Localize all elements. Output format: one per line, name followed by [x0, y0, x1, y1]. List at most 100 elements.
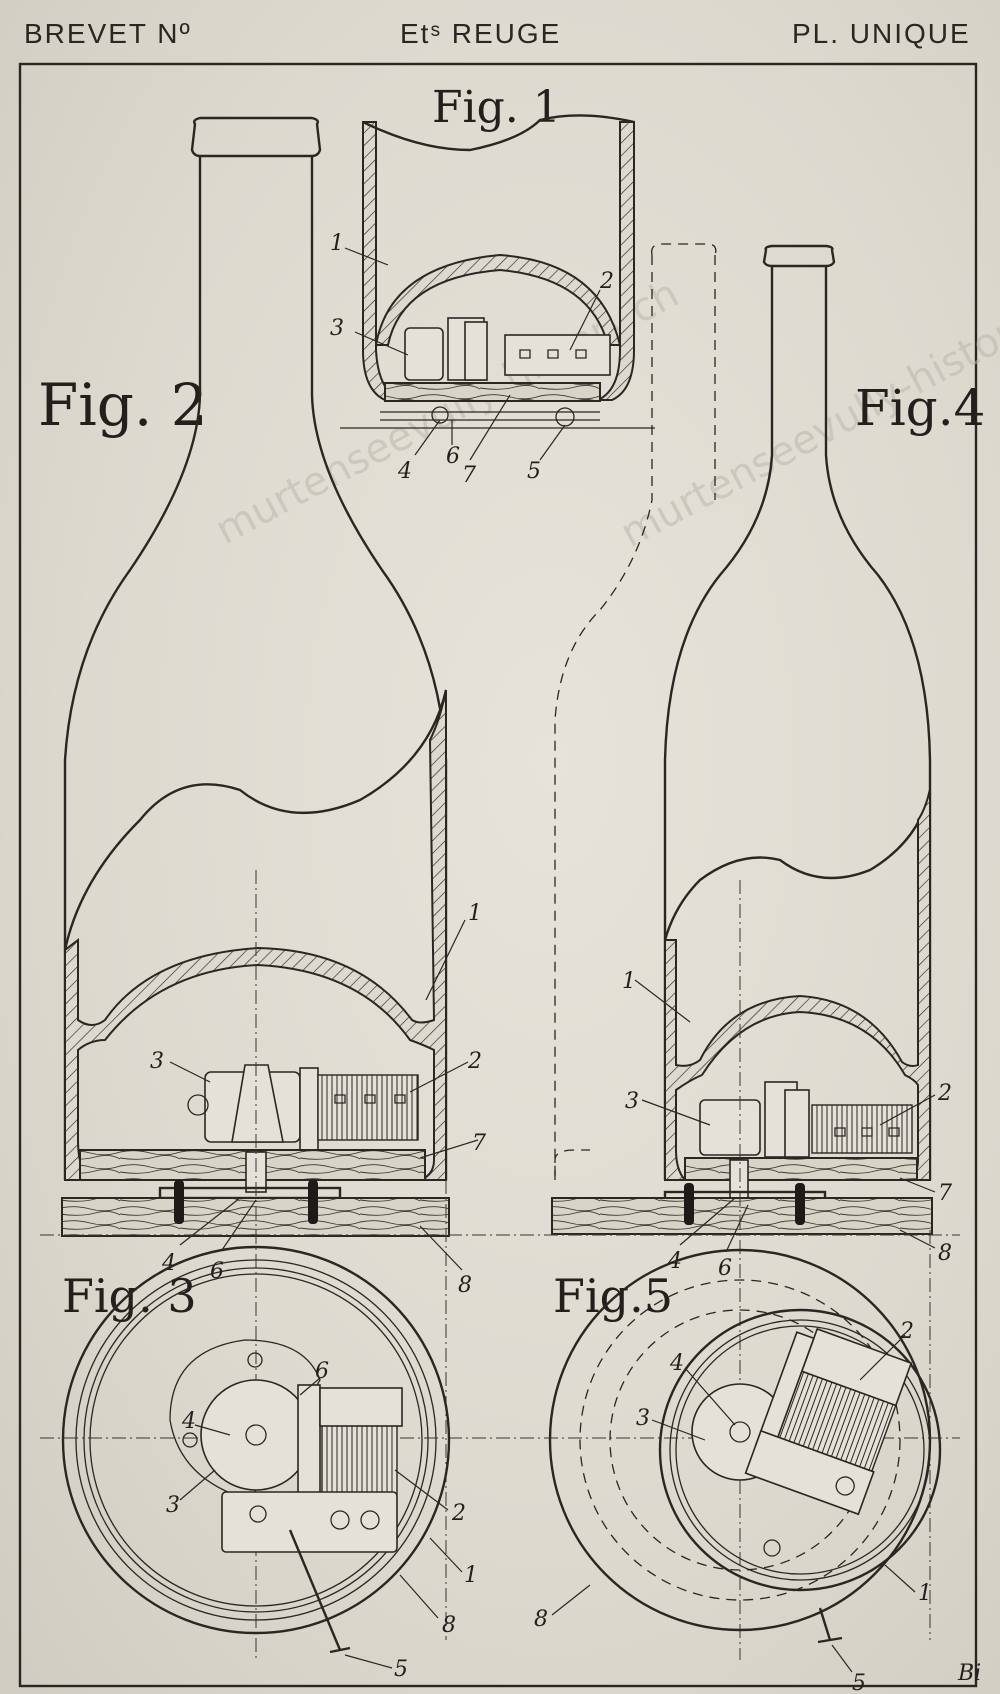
fig2-leader	[409, 1061, 469, 1093]
fig1-leader	[344, 247, 389, 266]
fig1-ref-7: 7	[462, 463, 476, 488]
fig4-base-board	[684, 1157, 918, 1181]
header-company-prefix: Etˢ	[400, 18, 442, 49]
fig3-leader	[344, 1654, 393, 1669]
fig1-leader	[414, 419, 441, 456]
fig1-leader	[354, 331, 409, 356]
fig4-shaft	[729, 1159, 749, 1201]
fig1-wall-right	[597, 121, 635, 401]
fig2-leader	[425, 919, 466, 1001]
fig1-ref-1: 1	[330, 231, 344, 256]
fig1-wall-left	[362, 121, 401, 401]
figure-2: Fig. 2	[38, 116, 486, 1660]
fig5-ref-8: 8	[534, 1607, 548, 1632]
fig5-base	[744, 1429, 875, 1516]
corner-initials: Bi	[957, 1661, 981, 1686]
fig2-bottle-lip	[190, 116, 322, 158]
fig2-ref-1: 1	[468, 901, 482, 926]
fig2-bottle-outline	[63, 155, 448, 1180]
fig2-comb	[317, 1074, 419, 1141]
fig3-leader	[399, 1574, 439, 1619]
fig5-bottle-ring	[675, 1325, 925, 1575]
fig3-leader	[299, 1377, 321, 1396]
header-company: Etˢ REUGE	[400, 18, 561, 50]
figure-5: Fig.5 2 4 3	[534, 1248, 942, 1694]
fig3-movement	[221, 1491, 398, 1553]
fig3-ref-3: 3	[166, 1493, 180, 1518]
fig3-ref-2: 2	[451, 1501, 466, 1526]
fig4-ref-3: 3	[625, 1089, 639, 1114]
fig5-leader	[831, 1644, 853, 1673]
fig3-ring	[83, 1267, 429, 1613]
fig3-plate-6	[169, 1339, 321, 1501]
fig2-wall-dome	[64, 689, 447, 1181]
fig5-ref-5: 5	[852, 1671, 866, 1694]
fig1-base-plate	[380, 411, 600, 421]
fig5-ref-3: 3	[636, 1406, 650, 1431]
fig2-bolt-right	[308, 1180, 318, 1224]
fig4-cut-line	[663, 789, 932, 941]
fig1-top-cut	[362, 114, 635, 152]
fig5-leader	[684, 1367, 736, 1426]
fig1-leader	[539, 424, 566, 461]
fig5-key	[817, 1607, 843, 1644]
fig3-screw	[360, 1510, 380, 1530]
fig2-governor	[231, 1064, 284, 1143]
fig3-leader	[394, 1469, 449, 1511]
fig2-gear	[299, 1067, 319, 1151]
fig1-leader	[569, 289, 601, 351]
fig5-leader	[859, 1334, 906, 1381]
fig1-base	[384, 382, 601, 402]
fig2-bolt-left	[174, 1180, 184, 1224]
fig4-leader	[725, 1204, 749, 1253]
fig5-leader	[884, 1564, 916, 1593]
fig3-comb	[321, 1424, 398, 1496]
fig-2-label: Fig. 2	[38, 371, 208, 439]
fig3-screw	[330, 1510, 350, 1530]
fig4-leader	[879, 1094, 936, 1126]
fig2-leader	[169, 1061, 211, 1083]
fig3-cylinder	[200, 1379, 312, 1491]
figure-4: Fig.4 1 3 2	[551, 244, 985, 1660]
fig5-screw	[835, 1476, 855, 1496]
fig3-screw	[249, 1505, 267, 1523]
fig3-ref-1: 1	[464, 1563, 478, 1588]
fig4-cylinder	[699, 1099, 761, 1156]
fig-1-label: Fig. 1	[432, 82, 561, 133]
fig5-bottle-ring	[669, 1319, 931, 1581]
fig5-ref-1: 1	[918, 1581, 932, 1606]
fig1-ref-3: 3	[330, 316, 344, 341]
header-company-name: REUGE	[451, 18, 562, 49]
fig2-leader	[221, 1199, 257, 1251]
fig4-ref-2: 2	[937, 1081, 952, 1106]
fig4-bolt-right	[795, 1183, 805, 1225]
fig2-cut-line	[63, 689, 448, 951]
fig3-ref-4: 4	[181, 1409, 196, 1434]
fig3-screw	[182, 1432, 198, 1448]
fig4-bottle-lip	[762, 244, 836, 268]
fig4-stand	[551, 1197, 933, 1235]
fig5-leader	[551, 1584, 591, 1616]
header-brevet: BREVET Nº	[24, 18, 192, 49]
fig1-ref-2: 2	[599, 269, 614, 294]
fig5-ref-4: 4	[669, 1351, 684, 1376]
fig4-leader	[899, 1177, 936, 1193]
fig3-hub	[245, 1424, 267, 1446]
fig4-leader	[641, 1099, 711, 1126]
fig4-frame	[784, 1089, 810, 1158]
fig1-ref-6: 6	[446, 444, 460, 469]
fig4-bottle-outline	[663, 265, 932, 1180]
fig4-comb-teeth	[834, 1127, 900, 1137]
fig-5-label: Fig.5	[553, 1269, 673, 1323]
fig-4-label: Fig.4	[855, 379, 985, 437]
fig5-movement-group	[744, 1327, 913, 1516]
fig4-leader	[679, 1197, 736, 1246]
fig4-leader	[899, 1229, 936, 1249]
fig4-ref-8: 8	[938, 1241, 952, 1266]
figure-1: Fig. 1 1	[330, 82, 655, 488]
sheet-border	[18, 62, 978, 1688]
fig1-dome	[374, 253, 622, 346]
fig3-ref-5: 5	[394, 1657, 408, 1682]
